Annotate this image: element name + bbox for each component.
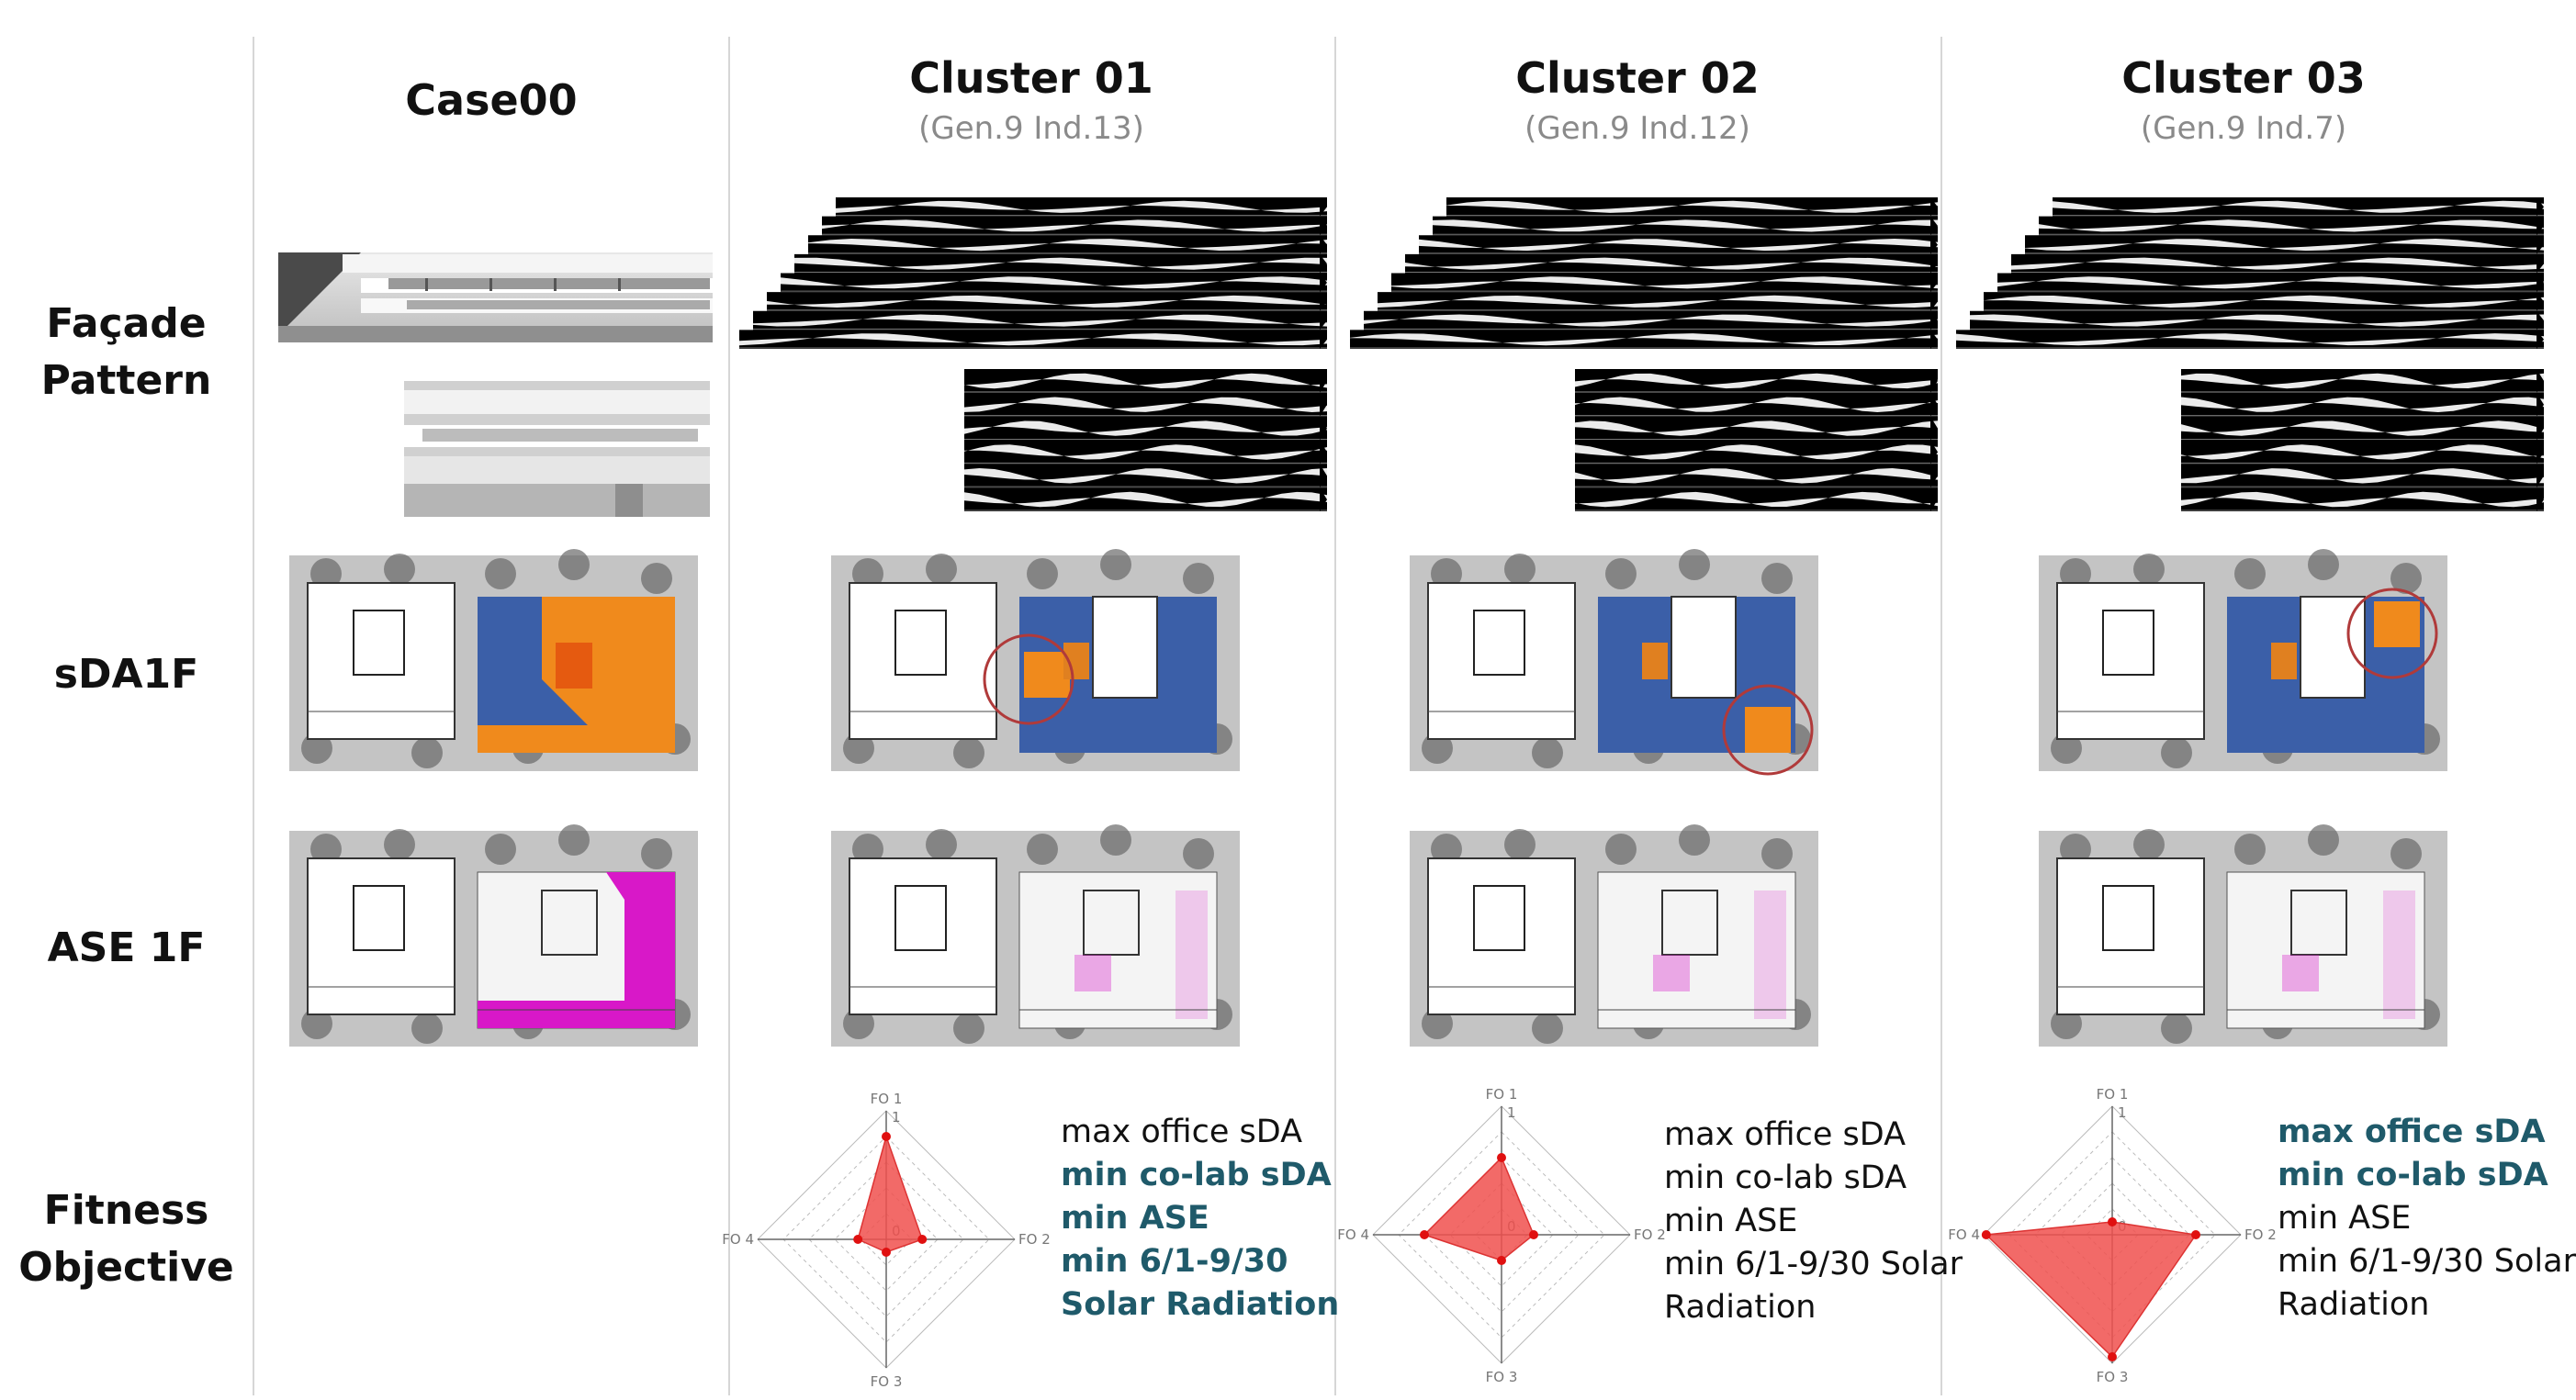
radar-point xyxy=(1981,1230,1991,1239)
sda-plan-cluster-01 xyxy=(831,549,1240,771)
column-divider xyxy=(1334,37,1336,1395)
objective-line: max office sDA xyxy=(1061,1114,1303,1150)
objective-line: min 6/1-9/30 Solar xyxy=(1664,1246,1963,1282)
objective-line: min ASE xyxy=(2278,1200,2412,1237)
radar-axis-label: FO 1 xyxy=(1486,1086,1518,1103)
objective-line: min 6/1-9/30 xyxy=(1061,1243,1288,1280)
objective-line: min ASE xyxy=(1664,1203,1798,1239)
radar-chart-cluster-02: FO 1FO 2FO 3FO 410 xyxy=(1337,1086,1666,1385)
objective-line: Solar Radiation xyxy=(1061,1286,1340,1323)
row-label-facade: Façade Pattern xyxy=(0,296,253,409)
radar-axis-label: FO 2 xyxy=(1634,1226,1666,1243)
column-title-cluster-03: Cluster 03 xyxy=(2121,53,2366,103)
facade-upper-cluster-02 xyxy=(1350,197,1938,349)
objective-line: min co-lab sDA xyxy=(2278,1157,2548,1193)
radar-point xyxy=(2191,1230,2200,1239)
radar-series-area xyxy=(857,1134,924,1253)
radar-axis-label: FO 3 xyxy=(2097,1369,2129,1385)
radar-series-area xyxy=(1985,1221,2198,1359)
objective-list-cluster-02: max office sDA min co-lab sDA min ASE min 6… xyxy=(1664,1114,1963,1329)
objective-list-cluster-01: max office sDA min co-lab sDA min ASE min 6… xyxy=(1061,1111,1339,1327)
row-label-facade-line2: Pattern xyxy=(40,357,212,404)
radar-chart-cluster-03: FO 1FO 2FO 3FO 410 xyxy=(1948,1086,2277,1385)
case00-facade-render-lower xyxy=(404,381,710,517)
facade-lower-cluster-03 xyxy=(2181,369,2544,511)
radar-ring-label: 1 xyxy=(892,1109,901,1126)
radar-axis-label: FO 4 xyxy=(1948,1226,1980,1243)
objective-line: max office sDA xyxy=(2278,1114,2546,1150)
radar-axis-label: FO 1 xyxy=(2097,1086,2129,1103)
objective-line: max office sDA xyxy=(1664,1116,1907,1153)
objective-line: min 6/1-9/30 Solar xyxy=(2278,1243,2576,1280)
row-label-fitness: Fitness Objective xyxy=(0,1182,253,1296)
radar-point xyxy=(1529,1230,1538,1239)
sda-plan-cluster-02 xyxy=(1410,549,1818,776)
facade-upper-cluster-01 xyxy=(739,197,1327,349)
column-divider xyxy=(728,37,730,1395)
ase-plan-cluster-01 xyxy=(831,824,1240,1047)
radar-chart-cluster-01: FO 1FO 2FO 3FO 410 xyxy=(722,1091,1051,1390)
radar-point xyxy=(1497,1153,1506,1162)
radar-axis-label: FO 4 xyxy=(722,1231,754,1248)
radar-ring-label: 1 xyxy=(2118,1104,2127,1121)
objective-line: min ASE xyxy=(1061,1200,1209,1237)
facade-upper-cluster-03 xyxy=(1956,197,2544,349)
objective-line: min co-lab sDA xyxy=(1664,1159,1907,1196)
radar-ring-label: 1 xyxy=(1507,1104,1516,1121)
column-title-cluster-01: Cluster 01 xyxy=(909,53,1153,103)
radar-point xyxy=(853,1235,863,1244)
radar-axis-label: FO 2 xyxy=(1018,1231,1051,1248)
radar-point xyxy=(2108,1217,2117,1226)
objective-line: Radiation xyxy=(2278,1286,2430,1323)
facade-lower-cluster-02 xyxy=(1575,369,1938,511)
radar-axis-label: FO 4 xyxy=(1337,1226,1369,1243)
ase-plan-cluster-03 xyxy=(2039,824,2447,1047)
radar-axis-label: FO 2 xyxy=(2244,1226,2277,1243)
objective-list-cluster-03: max office sDA min co-lab sDA min ASE min 6… xyxy=(2278,1111,2576,1327)
column-subtitle-cluster-02: (Gen.9 Ind.12) xyxy=(1524,110,1750,147)
case00-facade-render-upper xyxy=(278,234,713,342)
radar-point xyxy=(1420,1230,1429,1239)
facade-lower-cluster-01 xyxy=(964,369,1327,511)
sda-plan-cluster-03 xyxy=(2039,549,2447,771)
row-label-fitness-line1: Fitness xyxy=(43,1187,209,1234)
row-label-sda: sDA1F xyxy=(53,651,199,698)
radar-point xyxy=(1497,1256,1506,1265)
radar-axis-label: FO 1 xyxy=(871,1091,903,1107)
column-subtitle-cluster-03: (Gen.9 Ind.7) xyxy=(2140,110,2347,147)
radar-point xyxy=(917,1235,928,1244)
row-label-facade-line1: Façade xyxy=(46,300,207,347)
row-label-ase: ASE 1F xyxy=(47,924,206,971)
column-title-cluster-02: Cluster 02 xyxy=(1515,53,1760,103)
column-subtitle-cluster-01: (Gen.9 Ind.13) xyxy=(918,110,1144,147)
ase-plan-cluster-02 xyxy=(1410,824,1818,1047)
column-divider xyxy=(1940,37,1942,1395)
radar-axis-label: FO 3 xyxy=(871,1373,903,1390)
column-title-case00: Case00 xyxy=(405,75,578,125)
objective-line: min co-lab sDA xyxy=(1061,1157,1332,1193)
column-divider xyxy=(253,37,254,1395)
radar-point xyxy=(2108,1352,2117,1361)
objective-line: Radiation xyxy=(1664,1289,1817,1326)
sda-plan-case00 xyxy=(289,549,698,771)
ase-plan-case00 xyxy=(289,824,698,1047)
radar-axis-label: FO 3 xyxy=(1486,1369,1518,1385)
radar-point xyxy=(882,1248,891,1257)
radar-point xyxy=(882,1132,891,1141)
row-label-fitness-line2: Objective xyxy=(18,1244,234,1291)
